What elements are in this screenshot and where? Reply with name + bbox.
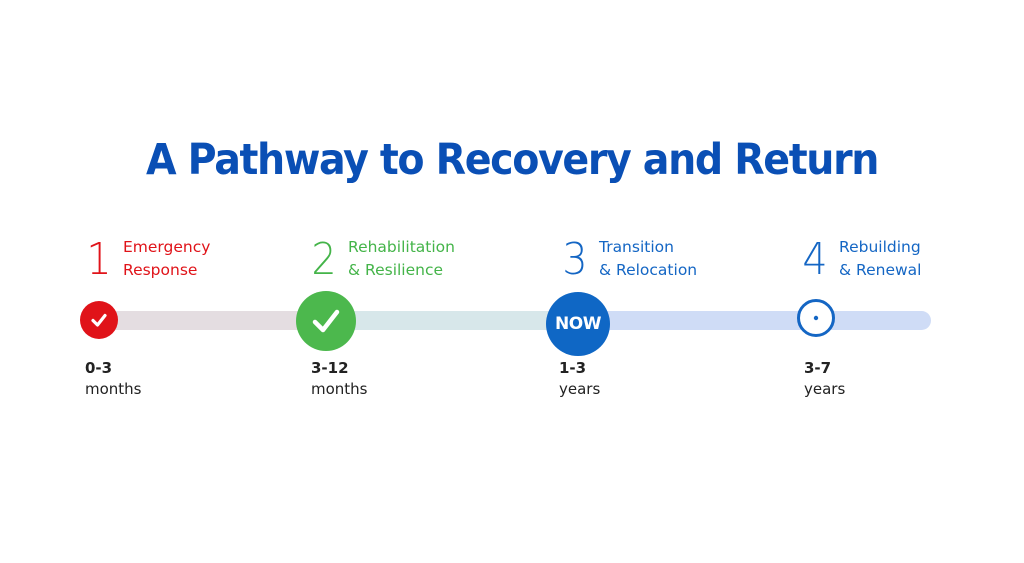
stage-1-duration: 0-3 months [85,359,142,398]
track-segment-2 [330,311,580,330]
stage-2-header: 2 Rehabilitation & Resilience [310,236,455,286]
stage-1-number: 1 [86,234,112,285]
stage-2-label: Rehabilitation & Resilience [348,238,455,279]
stage-3-header: 3 Transition & Relocation [561,236,697,286]
stage-1-header: 1 Emergency Response [85,236,210,286]
stage-4-header: 4 Rebuilding & Renewal [801,236,921,286]
track-segment-1 [100,311,330,330]
stage-1-label: Emergency Response [123,238,211,279]
now-label: NOW [555,314,601,334]
stage-2-duration: 3-12 months [311,359,368,398]
stage-3-label: Transition & Relocation [599,238,698,279]
page-title: A Pathway to Recovery and Return [146,135,879,185]
stage-4-label: Rebuilding & Renewal [839,238,922,279]
stage-3-number: 3 [562,234,588,285]
track-segment-3 [580,311,931,330]
stage-1-marker [80,301,118,339]
stage-3-marker-now: NOW [546,292,610,356]
check-icon [91,313,107,327]
stage-3-duration: 1-3 years [559,359,601,398]
stage-4-duration: 3-7 years [804,359,846,398]
check-icon [312,309,340,333]
stage-4-number: 4 [802,234,828,285]
stage-2-marker [296,291,356,351]
target-icon [813,315,819,321]
stage-4-marker [797,299,835,337]
stage-2-number: 2 [311,234,337,285]
